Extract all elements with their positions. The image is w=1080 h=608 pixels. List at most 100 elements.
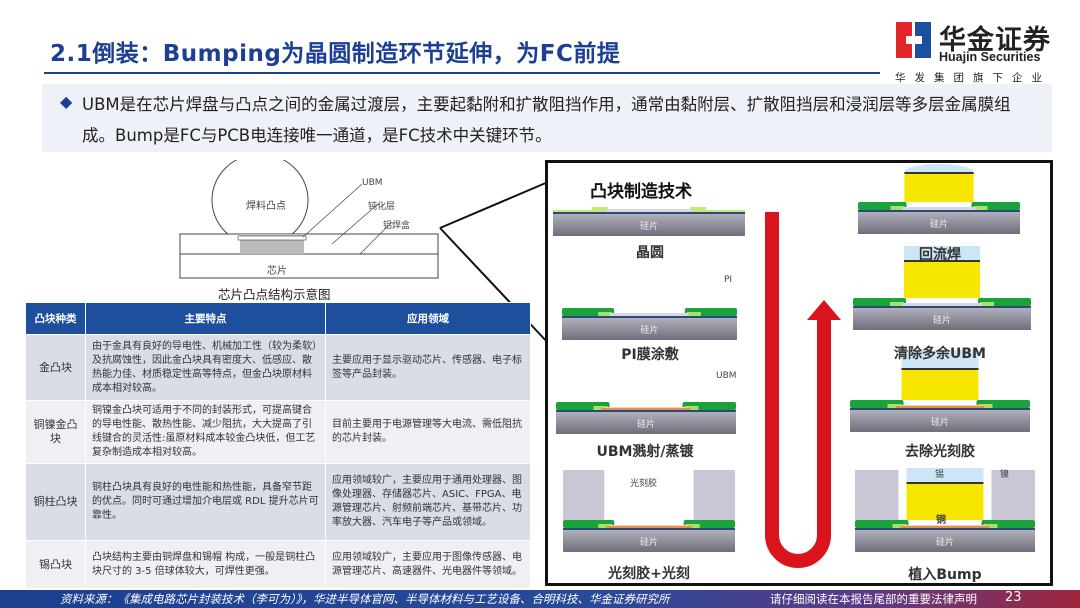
wafer-layer xyxy=(906,482,984,484)
wafer-layer xyxy=(980,302,995,306)
wafer-layer xyxy=(973,206,988,210)
title-divider xyxy=(44,72,880,74)
table-row: 锡凸块 凸块结构主要由铜焊盘和锡帽 构成，一般是铜柱凸块尺寸的 3-5 倍球体较… xyxy=(25,540,531,589)
wafer-layer xyxy=(906,468,984,482)
col-header: 主要特点 xyxy=(85,302,326,335)
table-row: 铜镍金凸块 铜镍金凸块可适用于不同的封装形式，可提高键合的导电性能、散热性能、减… xyxy=(25,400,531,464)
wafer-label: 硅片 xyxy=(930,218,948,230)
wafer-layer xyxy=(855,528,1035,530)
page-number: 23 xyxy=(1005,590,1022,605)
wafer-label: 硅片 xyxy=(640,324,658,336)
wafer-layer xyxy=(903,262,981,298)
company-logo: 华金证券 Huajin Securities 华发集团旗下企业 xyxy=(893,20,1058,84)
wafer-layer xyxy=(858,210,1020,212)
table-row: 金凸块 由于金具有良好的导电性、机械加工性（较为柔软）及抗腐蚀性，因此金凸块具有… xyxy=(25,334,531,401)
step-label: 晶圆 xyxy=(636,245,664,261)
label-passivation: 钝化层 xyxy=(368,202,396,212)
label-pad: 铝焊盒 xyxy=(383,221,411,231)
wafer-layer xyxy=(858,212,1020,234)
step-label: UBM溅射/蒸镀 xyxy=(596,444,694,460)
wafer-layer xyxy=(855,470,899,520)
wafer-layer xyxy=(598,312,613,316)
wafer-layer xyxy=(890,206,905,210)
wafer-layer xyxy=(593,406,608,410)
wafer-layer xyxy=(690,207,707,211)
wafer-layer xyxy=(904,174,974,202)
step-label: 植入Bump xyxy=(908,567,982,583)
wafer-layer xyxy=(606,526,692,528)
step-label: 清除多余UBM xyxy=(894,346,986,362)
wafer-layer xyxy=(684,406,699,410)
wafer-layer xyxy=(563,470,605,520)
annotation-copper: 铜 xyxy=(936,515,946,526)
wafer-layer xyxy=(562,318,737,340)
label-chip: 芯片 xyxy=(267,266,287,277)
wafer-layer xyxy=(556,412,736,434)
wafer-label: 硅片 xyxy=(931,416,949,428)
table-row: 铜柱凸块 铜柱凸块具有良好的电性能和热性能，具备窄节距的优点。同时可通过增加介电… xyxy=(25,463,531,541)
cell-type: 金凸块 xyxy=(25,334,86,401)
cell-application: 主要应用于显示驱动芯片、传感器、电子标签等产品封装。 xyxy=(325,334,531,401)
wafer-layer xyxy=(850,408,1030,410)
label-solder-bump: 焊料凸点 xyxy=(246,201,286,212)
arrow-head-icon xyxy=(807,300,841,320)
step-label: PI膜涂敷 xyxy=(621,347,679,363)
wafer-layer xyxy=(562,316,737,318)
wafer-layer xyxy=(556,410,736,412)
wafer-layer xyxy=(889,302,904,306)
wafer-layer xyxy=(991,470,1035,520)
wafer-layer xyxy=(892,524,907,528)
logo-mark-icon xyxy=(896,22,931,58)
logo-tagline: 华发集团旗下企业 xyxy=(895,72,1051,84)
cell-type: 铜柱凸块 xyxy=(25,463,86,541)
process-title: 凸块制造技术 xyxy=(590,182,692,202)
wafer-layer xyxy=(903,246,981,260)
wafer-layer xyxy=(853,306,1031,308)
wafer-layer xyxy=(900,526,990,528)
cell-type: 锡凸块 xyxy=(25,540,86,589)
wafer-label: 硅片 xyxy=(936,536,954,548)
cell-application: 应用领域较广，主要应用于图像传感器、电源管理芯片、高速器件、光电器件等领域。 xyxy=(325,540,531,589)
wafer-layer xyxy=(553,214,745,236)
wafer-label: 硅片 xyxy=(640,536,658,548)
footer-disclaimer: 请仔细阅读在本报告尾部的重要法律声明 xyxy=(770,592,977,606)
cell-feature: 铜镍金凸块可适用于不同的封装形式，可提高键合的导电性能、散热性能、减少阻抗，大大… xyxy=(85,400,326,464)
wafer-label: 硅片 xyxy=(637,418,655,430)
cell-feature: 铜柱凸块具有良好的电性能和热性能，具备窄节距的优点。同时可通过增加介电层或 RD… xyxy=(85,463,326,541)
annotation-pi: PI xyxy=(724,275,733,285)
diamond-icon: ◆ xyxy=(60,92,73,111)
chip-bump-structure-diagram xyxy=(179,160,439,279)
wafer-layer xyxy=(563,528,735,530)
annotation-tin: 锡 xyxy=(935,470,945,480)
wafer-layer xyxy=(591,207,608,211)
wafer-layer xyxy=(904,172,974,174)
logo-name-cn: 华金证券 xyxy=(939,25,1051,56)
cell-feature: 凸块结构主要由铜焊盘和锡帽 构成，一般是铜柱凸块尺寸的 3-5 倍球体较大，可焊… xyxy=(85,540,326,589)
wafer-layer xyxy=(598,524,613,528)
wafer-layer xyxy=(887,404,902,408)
wafer-layer xyxy=(610,313,689,316)
wafer-layer xyxy=(853,308,1031,330)
annotation-photoresist: 光刻胶 xyxy=(630,479,658,489)
cell-application: 目前主要用于电源管理等大电流、需低阻抗的芯片封装。 xyxy=(325,400,531,464)
cell-type: 铜镍金凸块 xyxy=(25,400,86,464)
wafer-layer xyxy=(685,524,700,528)
wafer-label: 硅片 xyxy=(933,314,951,326)
cell-feature: 由于金具有良好的导电性、机械加工性（较为柔软）及抗腐蚀性，因此金凸块具有密度大、… xyxy=(85,334,326,401)
wafer-layer xyxy=(901,303,983,306)
wafer-layer xyxy=(901,350,979,368)
bump-type-table: 凸块种类 主要特点 应用领域 金凸块 由于金具有良好的导电性、机械加工性（较为柔… xyxy=(25,302,531,589)
wafer-layer xyxy=(903,260,981,262)
page-title: 2.1倒装：Bumping为晶圆制造环节延伸，为FC前提 xyxy=(50,41,621,67)
wafer-layer xyxy=(902,207,976,210)
wafer-layer xyxy=(901,368,979,370)
cell-application: 应用领域较广，主要应用于通用处理器、图像处理器、存储器芯片、ASIC、FPGA、… xyxy=(325,463,531,541)
wafer-layer xyxy=(693,470,735,520)
wafer-layer xyxy=(978,404,993,408)
bullet-box xyxy=(42,84,1052,152)
chip-diagram-caption: 芯片凸点结构示意图 xyxy=(218,287,331,302)
wafer-layer xyxy=(553,212,745,214)
step-label: 去除光刻胶 xyxy=(905,444,975,460)
